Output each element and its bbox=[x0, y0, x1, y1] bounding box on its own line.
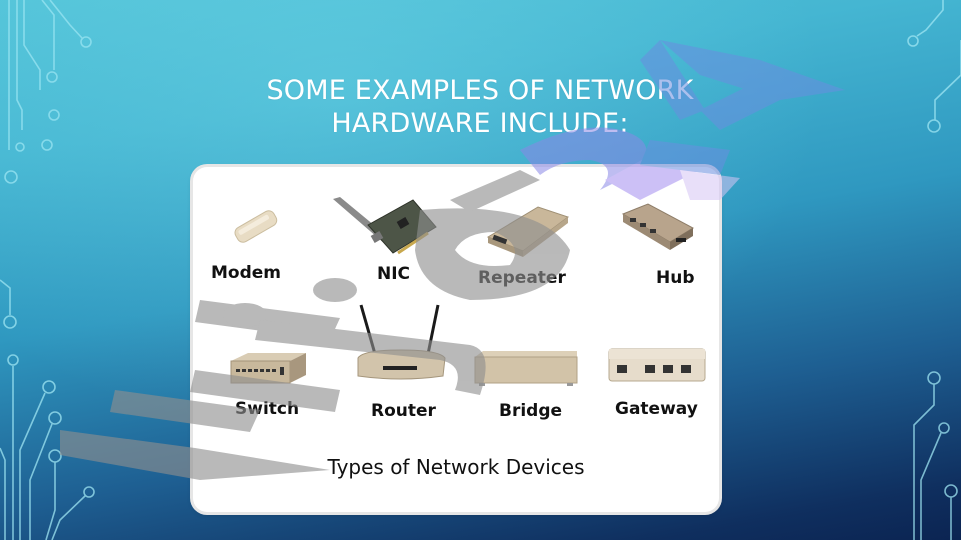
device-label-router: Router bbox=[371, 401, 436, 421]
network-card-icon bbox=[333, 197, 437, 255]
gateway-icon bbox=[608, 348, 706, 382]
device-label-bridge: Bridge bbox=[499, 401, 563, 421]
bridge-icon bbox=[474, 351, 578, 386]
switch-icon bbox=[230, 353, 306, 384]
circuit-decoration-right bbox=[907, 0, 961, 540]
device-label-nic: NIC bbox=[377, 264, 411, 284]
repeater-icon bbox=[486, 206, 570, 257]
slide-title-line-1: SOME EXAMPLES OF NETWORK bbox=[266, 75, 694, 106]
figure-caption: Types of Network Devices bbox=[327, 455, 585, 479]
device-label-gateway: Gateway bbox=[615, 399, 698, 419]
device-label-switch: Switch bbox=[235, 399, 300, 419]
slide-title: SOME EXAMPLES OF NETWORK HARDWARE INCLUD… bbox=[200, 74, 760, 140]
hub-icon bbox=[621, 203, 695, 250]
device-label-modem: Modem bbox=[211, 263, 282, 283]
device-label-hub: Hub bbox=[656, 268, 695, 288]
usb-modem-icon bbox=[234, 210, 278, 243]
slide-title-line-2: HARDWARE INCLUDE: bbox=[331, 108, 629, 139]
circuit-decoration-left bbox=[0, 0, 95, 540]
device-label-repeater: Repeater bbox=[478, 268, 566, 288]
router-icon bbox=[357, 304, 446, 380]
network-devices-figure: Modem NIC Repeater Hub bbox=[193, 167, 719, 512]
